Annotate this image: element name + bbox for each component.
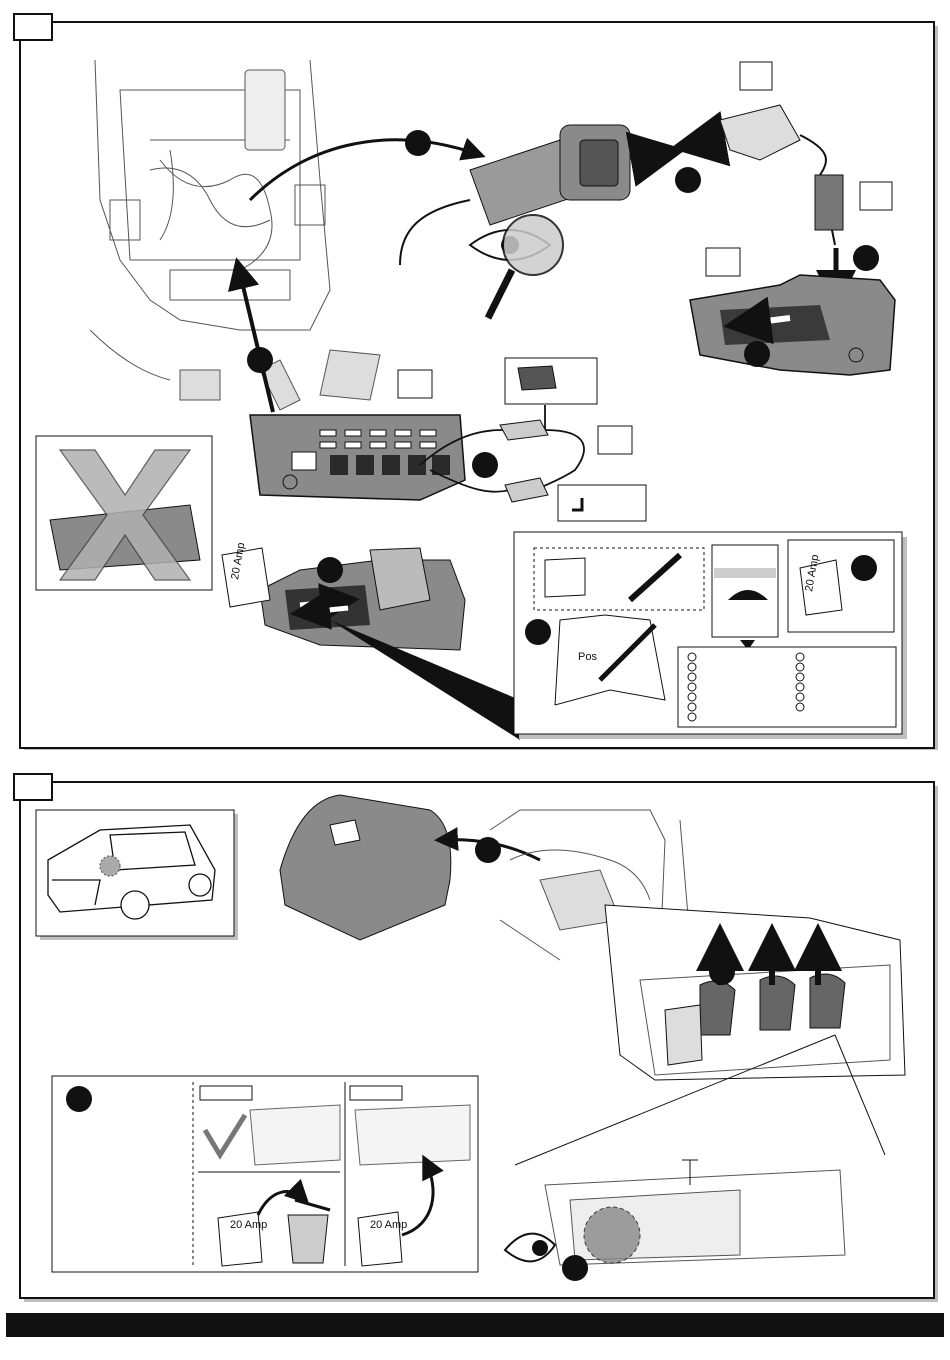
panel-top: 20 Amp Pos 20 Amp bbox=[14, 14, 938, 750]
obd-socket bbox=[245, 70, 285, 150]
label-box bbox=[200, 1086, 252, 1100]
fuse-icon bbox=[545, 558, 585, 597]
step-tab-top bbox=[14, 14, 52, 40]
fuse-slot-detail bbox=[355, 1105, 470, 1165]
step-bubble bbox=[475, 837, 501, 863]
fuse-rating-label: 20 Amp bbox=[230, 1219, 267, 1231]
step-bubble bbox=[744, 341, 770, 367]
callout-box bbox=[860, 182, 892, 210]
step-bubble bbox=[66, 1086, 92, 1112]
relay-module-icon bbox=[518, 366, 556, 390]
callout-box bbox=[598, 426, 632, 454]
callout-box bbox=[398, 370, 432, 398]
fuse-check-panel bbox=[52, 1076, 478, 1272]
callout-box bbox=[740, 62, 772, 90]
info-panel: Pos 20 Amp bbox=[514, 532, 907, 739]
step-bubble bbox=[853, 245, 879, 271]
step-bubble bbox=[247, 347, 273, 373]
label-box bbox=[350, 1086, 402, 1100]
manual-text: Pos bbox=[578, 651, 597, 663]
magnifier-icon bbox=[503, 215, 563, 275]
step-bubble bbox=[562, 1255, 588, 1281]
panel-bottom: 20 Amp 20 Amp bbox=[14, 774, 938, 1302]
fuse-slot-detail bbox=[250, 1105, 340, 1165]
step-bubble bbox=[472, 452, 498, 478]
fuse-module bbox=[250, 415, 465, 500]
fuse-legend bbox=[678, 647, 896, 727]
step-bubble bbox=[675, 167, 701, 193]
step-bubble bbox=[709, 959, 735, 985]
relay-zoom bbox=[605, 905, 905, 1080]
footer-bar bbox=[6, 1313, 944, 1337]
step-tab-bottom bbox=[14, 774, 52, 800]
callout-box bbox=[558, 485, 646, 521]
callout-box bbox=[706, 248, 740, 276]
fuse-rating-label: 20 Amp bbox=[370, 1219, 407, 1231]
step-bubble bbox=[405, 130, 431, 156]
